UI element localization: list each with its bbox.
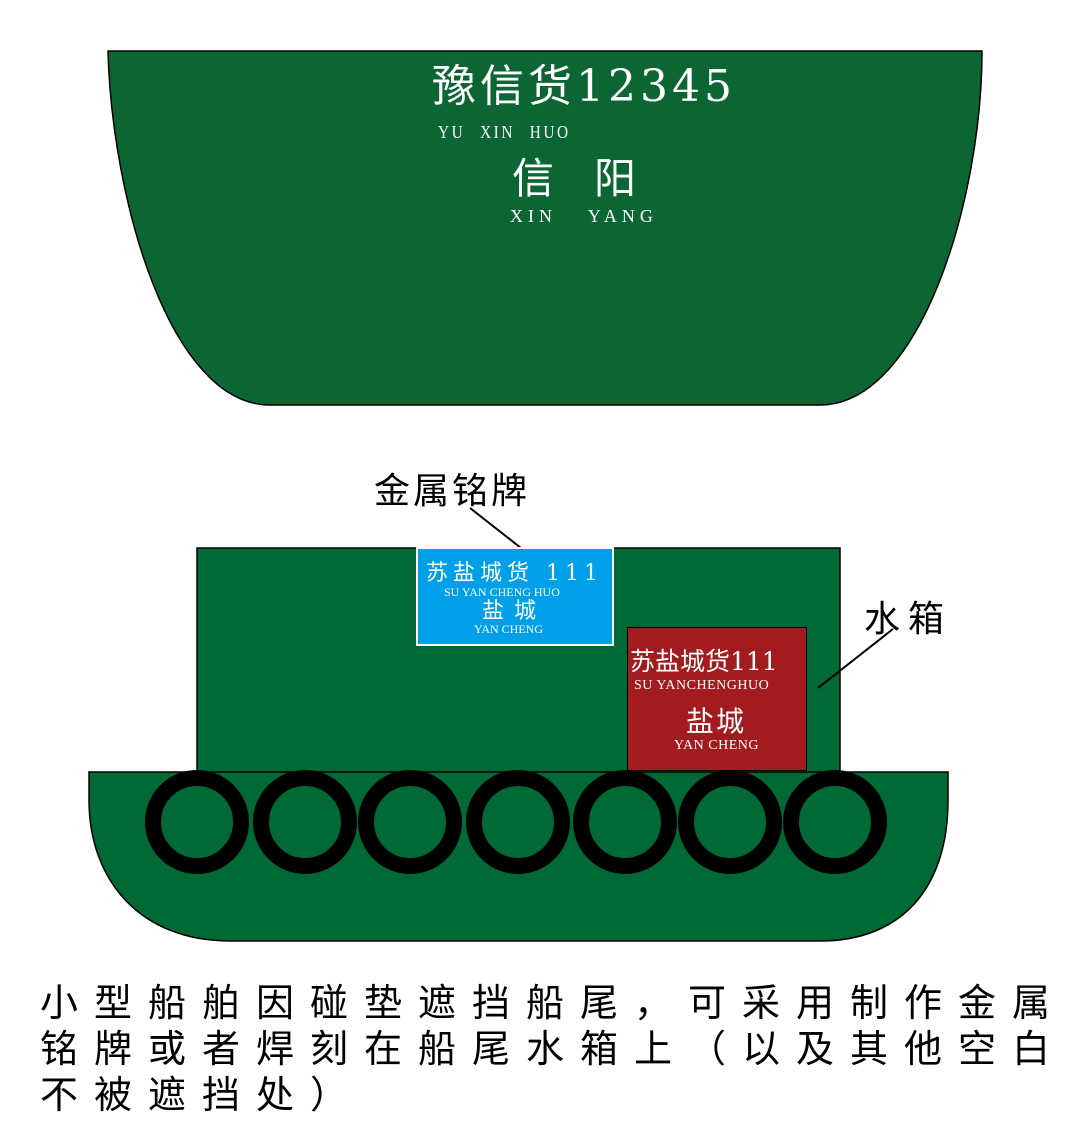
metal-plate-vessel-pinyin: SU YAN CHENG HUO — [444, 585, 560, 599]
tank-plate-port-pinyin: YAN CHENG — [674, 738, 759, 753]
callout-line-tank — [817, 628, 894, 689]
fender-icon — [358, 770, 462, 874]
caption-line: 不被遮挡处） — [40, 1073, 365, 1117]
tank-plate-vessel-pinyin: SU YANCHENGHUO — [634, 678, 770, 693]
fender-icon — [783, 770, 887, 874]
caption: 小型船舶因碰垫遮挡船尾，可采用制作金属 铭牌或者焊刻在船尾水箱上（以及其他空白 … — [40, 980, 1067, 1118]
tank-plate-vessel-name: 苏盐城货111 — [630, 647, 778, 676]
fender-icon — [678, 770, 782, 874]
stern-hull-top — [107, 50, 983, 406]
callout-metal-plate-label: 金属铭牌 — [374, 471, 531, 512]
metal-plate-vessel-name: 苏盐城货 111 — [426, 561, 603, 586]
port-name-top: 信阳 — [512, 154, 677, 203]
callout-line-plate — [469, 507, 522, 549]
fender-icon — [145, 770, 249, 874]
fender-icon — [253, 770, 357, 874]
tank-plate-port: 盐城 — [686, 705, 747, 738]
fender-icon — [466, 770, 570, 874]
port-pinyin-top: XIN YANG — [510, 206, 658, 226]
stern-hull-bottom — [88, 771, 949, 942]
water-tank-plate: 苏盐城货111 SU YANCHENGHUO 盐城 YAN CHENG — [627, 627, 807, 771]
caption-line: 小型船舶因碰垫遮挡船尾，可采用制作金属 — [40, 981, 1067, 1025]
metal-nameplate: 苏盐城货 111 SU YAN CHENG HUO 盐城 YAN CHENG — [416, 547, 614, 646]
callout-water-tank-label: 水箱 — [864, 599, 953, 640]
caption-line: 铭牌或者焊刻在船尾水箱上（以及其他空白 — [40, 1027, 1067, 1071]
metal-plate-port-pinyin: YAN CHENG — [474, 622, 543, 636]
fender-icon — [573, 770, 677, 874]
fenders — [145, 770, 887, 874]
vessel-name-top: 豫信货12345 — [432, 61, 736, 112]
vessel-name-pinyin-top: YU XIN HUO — [438, 122, 571, 142]
metal-plate-port: 盐城 — [482, 599, 547, 624]
